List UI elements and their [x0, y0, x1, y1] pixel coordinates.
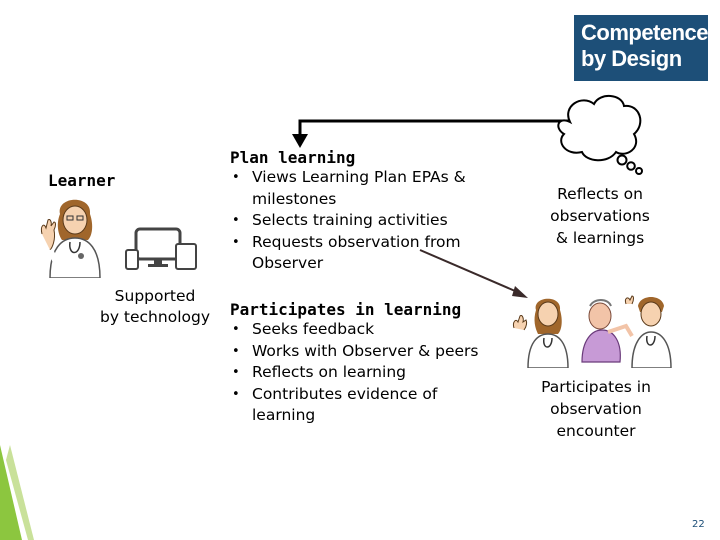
devices-icon [125, 227, 197, 270]
plan-learning-title: Plan learning [230, 148, 356, 167]
list-item: Views Learning Plan EPAs & milestones [230, 167, 514, 210]
participates-in-learning-block: Participates in learning Seeks feedback … [230, 300, 510, 427]
thought-cloud-icon [557, 95, 643, 175]
list-item: Works with Observer & peers [230, 341, 482, 363]
page-number: 22 [692, 519, 705, 530]
encounter-label: Participates in observation encounter [541, 378, 651, 440]
plan-learning-list: Views Learning Plan EPAs & milestones Se… [230, 167, 520, 275]
reflects-label: Reflects on observations & learnings [550, 185, 650, 247]
learner-label: Learner [48, 171, 116, 190]
participates-in-learning-title: Participates in learning [230, 300, 462, 319]
participates-in-learning-list: Seeks feedback Works with Observer & pee… [230, 319, 510, 427]
observation-encounter-icon [513, 295, 672, 368]
list-item: Reflects on learning [230, 362, 510, 384]
list-item: Requests observation from Observer [230, 232, 462, 275]
learner-doctor-icon [41, 199, 101, 278]
plan-learning-block: Plan learning Views Learning Plan EPAs &… [230, 148, 520, 275]
list-item: Seeks feedback [230, 319, 510, 341]
list-item: Contributes evidence of learning [230, 384, 462, 427]
competence-by-design-logo: Competence by Design [574, 15, 709, 81]
list-item: Selects training activities [230, 210, 520, 232]
supported-by-technology-label: Supported by technology [99, 287, 210, 326]
